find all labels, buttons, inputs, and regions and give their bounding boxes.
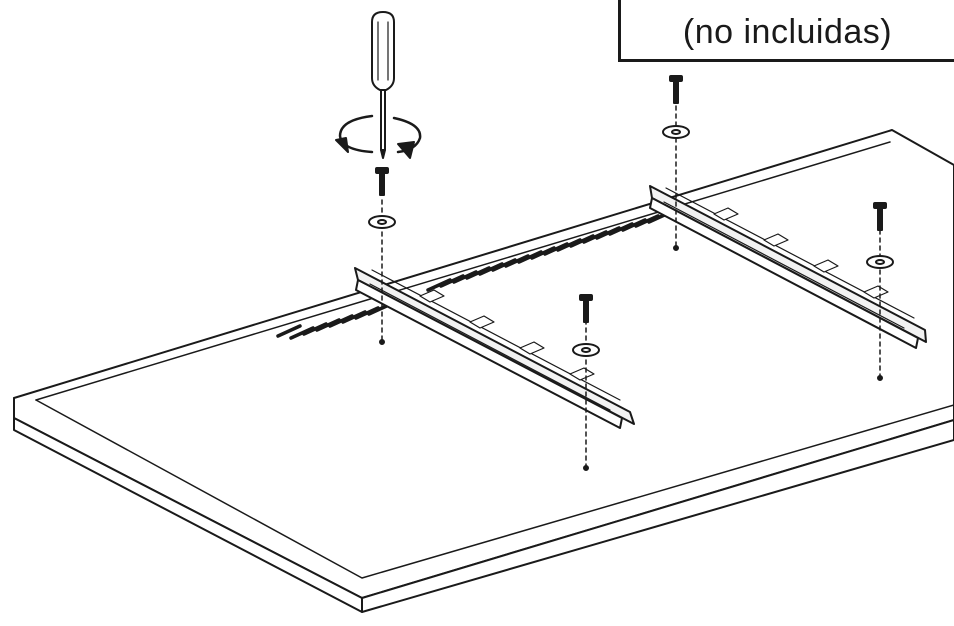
tv-back-panel: [13, 129, 954, 613]
screw-icon: [375, 75, 887, 323]
callout-box: (no incluidas): [618, 0, 954, 62]
mounting-bracket-right: [649, 185, 927, 349]
mounting-holes: [379, 245, 883, 471]
callout-text: (no incluidas): [682, 12, 893, 51]
rotation-arrow-icon: [335, 114, 422, 159]
screwdriver-icon: [371, 11, 395, 159]
vent-slots: [276, 210, 673, 340]
washer-icon: [368, 125, 894, 357]
mounting-bracket-left: [354, 267, 635, 429]
